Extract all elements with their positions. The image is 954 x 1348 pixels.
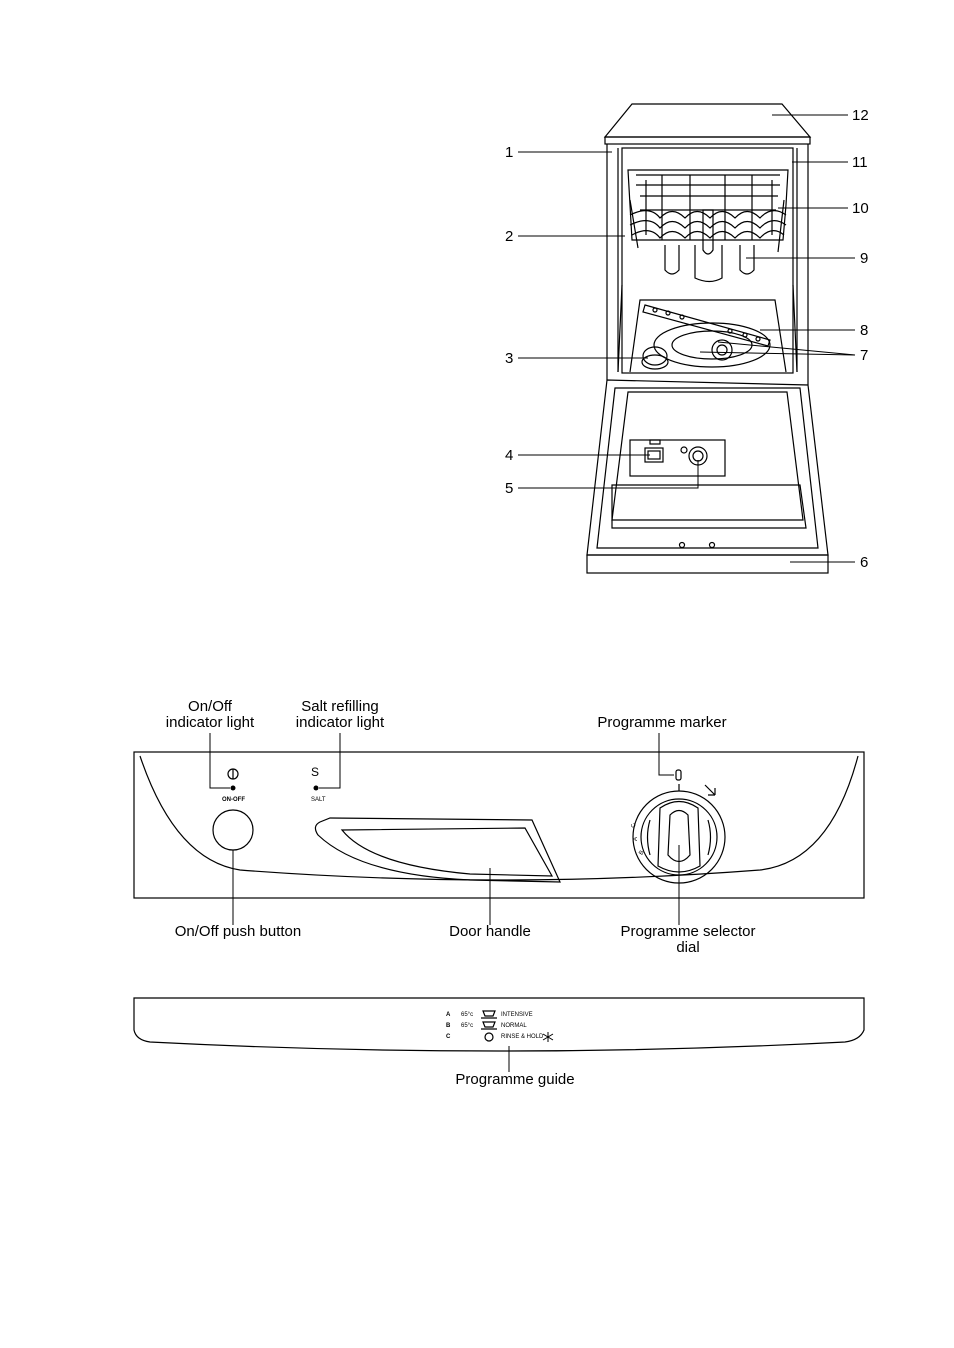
control-panel [134, 752, 864, 898]
programme-marker [676, 770, 681, 780]
guide-row-b-name: NORMAL [501, 1023, 527, 1029]
guide-row-c-name: RINSE & HOLD [501, 1034, 543, 1040]
salt-symbol-icon: S [311, 766, 319, 778]
onoff-button-label: On/Off push button [175, 924, 301, 940]
salt-indicator-light [314, 786, 319, 791]
guide-row-b-temp: 65°c [461, 1023, 473, 1029]
programme-guide-strip [134, 998, 864, 1051]
guide-row-a-letter: A [446, 1012, 450, 1018]
snowflake-icon [543, 1032, 553, 1042]
dial-mark-a: A [633, 837, 639, 841]
selector-dial-label-line1: Programme selector [620, 924, 755, 940]
salt-light-label-line1: Salt refilling [301, 699, 379, 715]
guide-row-a-temp: 65°c [461, 1012, 473, 1018]
selector-dial-label-line2: dial [676, 940, 699, 956]
onoff-caption: ON-OFF [222, 797, 245, 803]
door-handle-label: Door handle [449, 924, 531, 940]
onoff-push-button [213, 810, 253, 850]
onoff-indicator-light [231, 786, 236, 791]
programme-guide-label: Programme guide [455, 1072, 574, 1088]
salt-light-label-line2: indicator light [296, 715, 384, 731]
normal-icon [481, 1022, 497, 1029]
salt-caption: SALT [311, 797, 326, 803]
onoff-light-label-line1: On/Off [188, 699, 232, 715]
guide-row-c-letter: C [446, 1034, 450, 1040]
programme-marker-label: Programme marker [597, 715, 726, 731]
onoff-light-label-line2: indicator light [166, 715, 254, 731]
guide-row-b-letter: B [446, 1023, 450, 1029]
guide-row-a-name: INTENSIVE [501, 1012, 533, 1018]
rinse-icon [485, 1033, 493, 1041]
intensive-icon [481, 1011, 497, 1018]
